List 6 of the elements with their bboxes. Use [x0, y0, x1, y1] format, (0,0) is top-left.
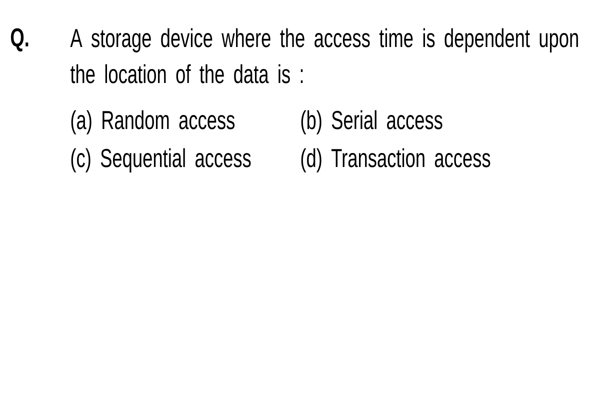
option-text: (b) Serial access [301, 110, 442, 134]
option-text: (c) Sequential access [71, 148, 251, 172]
question-text: A storage device where the access time is dependent upon the location of the data is : [70, 28, 578, 84]
option-text: (a) Random access [71, 110, 235, 134]
option-text: (d) Transaction access [301, 148, 490, 172]
question-number: Q. [10, 28, 28, 52]
